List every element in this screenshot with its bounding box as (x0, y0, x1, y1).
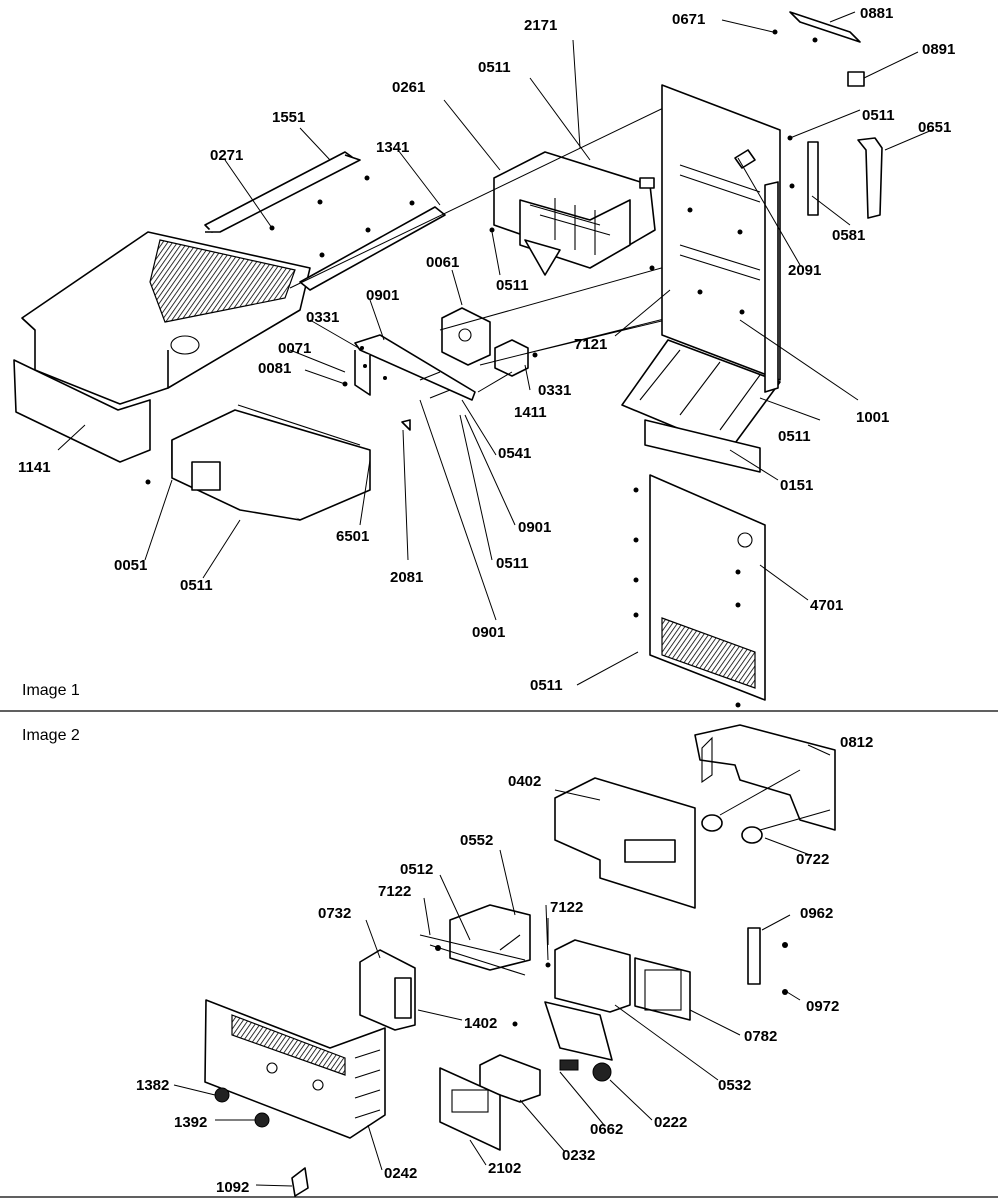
callout-0331: 0331 (306, 309, 339, 326)
callout-0402: 0402 (508, 773, 541, 790)
callout-1141: 1141 (18, 459, 51, 476)
callout-0962: 0962 (800, 905, 833, 922)
callout-4701: 4701 (810, 597, 843, 614)
callout-0532: 0532 (718, 1077, 751, 1094)
callout-0722: 0722 (796, 851, 829, 868)
dispenser-cover-part (204, 999, 386, 1139)
callout-0511: 0511 (180, 577, 213, 594)
callout-1092: 1092 (216, 1179, 249, 1196)
callout-0552: 0552 (460, 832, 493, 849)
ice-maker-part (489, 151, 656, 276)
image-1-callouts: 0671 0881 2171 0511 0891 0261 0511 0651 … (18, 5, 955, 694)
image-1-drawing (13, 11, 883, 708)
callout-0671: 0671 (672, 11, 705, 28)
top-right-parts (764, 11, 883, 393)
callout-0512: 0512 (400, 861, 433, 878)
callout-0261: 0261 (392, 79, 425, 96)
control-blocks (441, 307, 529, 377)
callout-2102: 2102 (488, 1160, 521, 1177)
callout-0511: 0511 (530, 677, 563, 694)
callout-0511: 0511 (478, 59, 511, 76)
callout-0242: 0242 (384, 1165, 417, 1182)
image-2-title: Image 2 (22, 727, 80, 744)
callout-0581: 0581 (832, 227, 865, 244)
callout-0511: 0511 (862, 107, 895, 124)
callout-0511: 0511 (496, 277, 529, 294)
callout-0232: 0232 (562, 1147, 595, 1164)
callout-0662: 0662 (590, 1121, 623, 1138)
callout-2091: 2091 (788, 262, 821, 279)
callout-0812: 0812 (840, 734, 873, 751)
callout-1392: 1392 (174, 1114, 207, 1131)
callout-0051: 0051 (114, 557, 147, 574)
callout-0271: 0271 (210, 147, 243, 164)
callout-0511: 0511 (496, 555, 529, 572)
callout-7122: 7122 (378, 883, 411, 900)
callout-0061: 0061 (426, 254, 459, 271)
callout-1551: 1551 (272, 109, 305, 126)
bracket-0812 (694, 724, 836, 831)
bracket-part (342, 334, 538, 431)
callout-0901: 0901 (518, 519, 551, 536)
callout-1001: 1001 (856, 409, 889, 426)
callout-0541: 0541 (498, 445, 531, 462)
callout-1382: 1382 (136, 1077, 169, 1094)
callout-0891: 0891 (922, 41, 955, 58)
callout-0222: 0222 (654, 1114, 687, 1131)
callout-1402: 1402 (464, 1015, 497, 1032)
callout-0782: 0782 (744, 1028, 777, 1045)
callout-0972: 0972 (806, 998, 839, 1015)
callout-0901: 0901 (366, 287, 399, 304)
callout-2081: 2081 (390, 569, 423, 586)
callout-0881: 0881 (860, 5, 893, 22)
motor-cover-part (145, 404, 371, 521)
ice-bin-part (13, 231, 311, 463)
leader-lines (57, 11, 933, 1187)
callout-1341: 1341 (376, 139, 409, 156)
callout-0331: 0331 (538, 382, 571, 399)
callout-0511: 0511 (778, 428, 811, 445)
lower-panel-part (633, 419, 766, 708)
callout-1411: 1411 (514, 404, 547, 421)
image-2-callouts: 0812 0402 0722 0552 0512 7122 7122 0732 … (136, 734, 873, 1196)
callout-0151: 0151 (780, 477, 813, 494)
callout-0651: 0651 (918, 119, 951, 136)
callout-6501: 6501 (336, 528, 369, 545)
callout-0081: 0081 (258, 360, 291, 377)
callout-7122: 7122 (550, 899, 583, 916)
callout-0071: 0071 (278, 340, 311, 357)
callout-0732: 0732 (318, 905, 351, 922)
callout-0901: 0901 (472, 624, 505, 641)
callout-7121: 7121 (574, 336, 607, 353)
callout-2171: 2171 (524, 17, 557, 34)
rear-panel-part (621, 84, 781, 451)
image-1-title: Image 1 (22, 682, 80, 699)
image-2-drawing (204, 724, 836, 1197)
